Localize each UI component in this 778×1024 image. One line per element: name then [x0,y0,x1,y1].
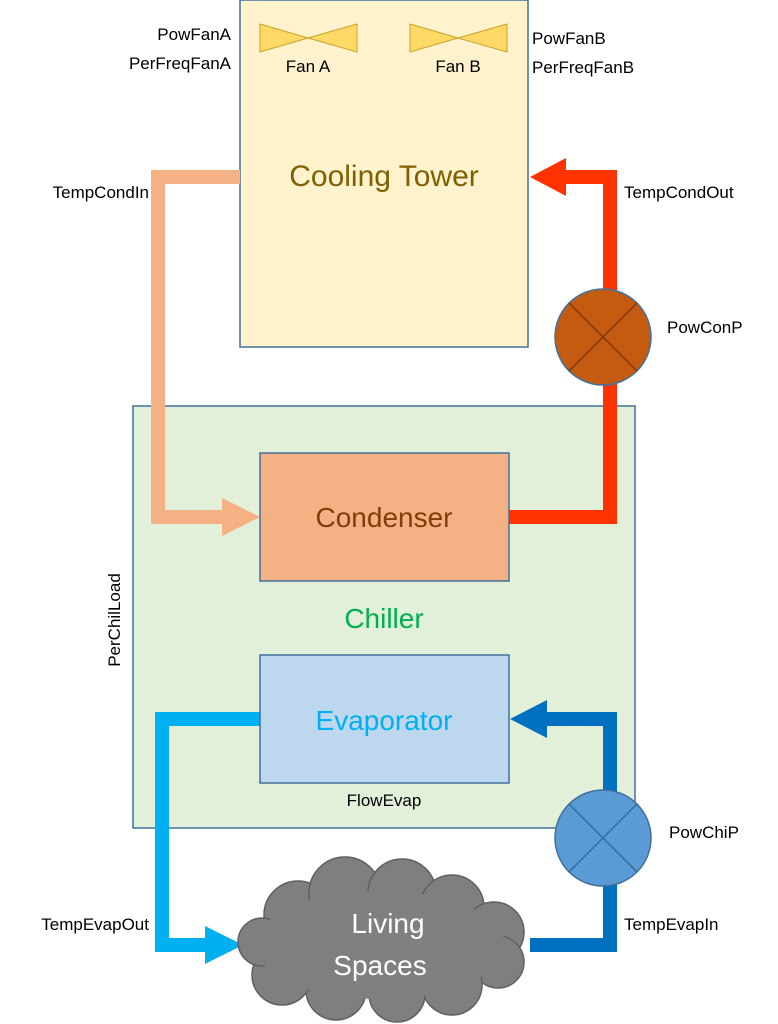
temp-evap-in-label: TempEvapIn [624,915,719,934]
condenser-pump-icon [554,288,652,386]
temp-evap-out-label: TempEvapOut [41,915,149,934]
condenser-outlet-arrowhead [530,158,566,196]
evaporator-outlet-arrowhead [205,926,243,964]
evaporator-title: Evaporator [316,705,453,736]
condenser-inlet-arrowhead [222,498,260,536]
chiller-title: Chiller [344,603,423,634]
pow-fan-a-label: PowFanA [157,25,231,44]
per-freq-fan-a-label: PerFreqFanA [129,54,232,73]
evaporator-outlet-pipe [155,712,260,952]
fan-a-label: Fan A [286,57,331,76]
fan-b-label: Fan B [435,57,480,76]
per-chil-load-label: PerChilLoad [105,573,124,667]
chiller-pump-icon [554,789,652,887]
pow-chi-p-label: PowChiP [669,823,739,842]
evaporator-box [259,654,510,784]
cooling-tower-box [239,0,529,348]
fan-a-icon [259,23,358,53]
living-spaces-title-line1: Living [351,908,424,939]
condenser-inlet-pipe [151,170,240,524]
living-spaces-title-line2: Spaces [333,950,426,981]
per-freq-fan-b-label: PerFreqFanB [532,58,634,77]
condenser-title: Condenser [316,502,453,533]
temp-cond-in-label: TempCondIn [53,183,149,202]
temp-cond-out-label: TempCondOut [624,183,734,202]
pow-fan-b-label: PowFanB [532,29,606,48]
fan-b-icon [409,23,508,53]
pow-con-p-label: PowConP [667,318,743,337]
condenser-box [259,452,510,582]
flow-evap-label: FlowEvap [347,791,422,810]
cooling-tower-title: Cooling Tower [289,160,479,193]
living-spaces-cloud [237,856,525,1023]
evaporator-inlet-arrowhead [510,700,547,738]
